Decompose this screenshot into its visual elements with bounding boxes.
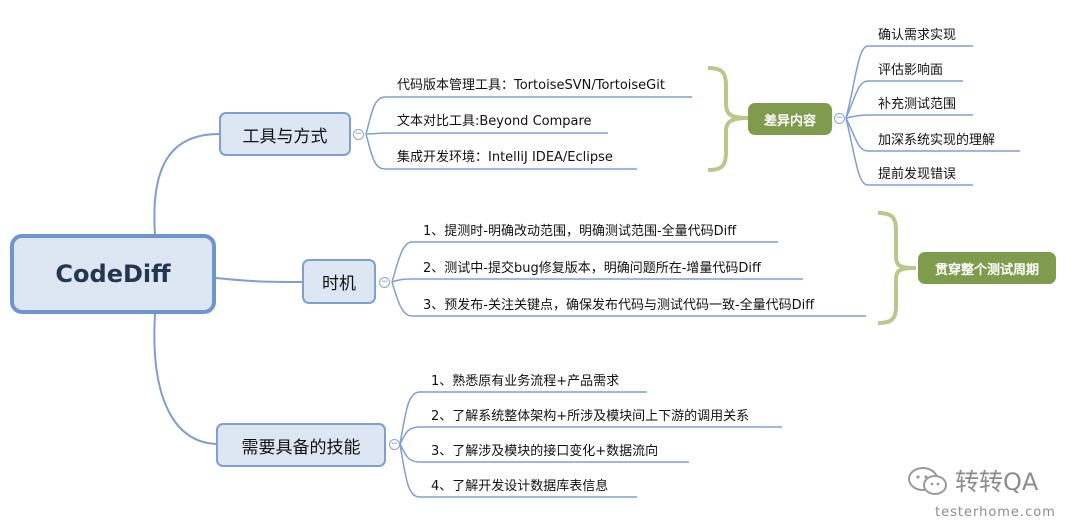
root-node[interactable]: CodeDiff (10, 234, 216, 314)
collapse-icon[interactable]: − (834, 113, 845, 124)
edge-skills-item-1 (399, 391, 647, 445)
edge-skills-item-3 (399, 443, 689, 463)
timing-item[interactable]: 1、提测时-明确改动范围，明确测试范围-全量代码Diff (423, 224, 737, 239)
edge-diff-item-3 (845, 114, 973, 119)
edge-timing-item-2 (391, 278, 803, 283)
edge-tools-item-2 (365, 132, 608, 135)
branch-required-skills[interactable]: 需要具备的技能 (216, 423, 386, 467)
edge-diff-item-2 (845, 80, 963, 119)
collapse-icon[interactable]: − (353, 129, 364, 140)
diff-content-item[interactable]: 评估影响面 (878, 63, 944, 78)
timing-item[interactable]: 2、测试中-提交bug修复版本，明确问题所在-增量代码Diff (423, 261, 761, 276)
edge-timing-item-3 (391, 281, 866, 317)
edge-diff-item-5 (845, 117, 973, 186)
tools-item[interactable]: 文本对比工具:Beyond Compare (397, 114, 592, 129)
skills-item[interactable]: 3、了解涉及模块的接口变化+数据流向 (431, 444, 659, 459)
edge-skills-item-4 (399, 443, 637, 498)
summary-full-cycle[interactable]: 贯穿整个测试周期 (918, 252, 1056, 284)
bracket-tools (707, 66, 749, 172)
skills-item[interactable]: 4、了解开发设计数据库表信息 (431, 479, 609, 494)
edge-diff-item-4 (845, 117, 1020, 152)
collapse-icon[interactable]: − (379, 277, 390, 288)
collapse-icon[interactable]: − (389, 439, 400, 450)
edge-timing-item-1 (391, 241, 778, 283)
edge-diff-item-1 (845, 45, 973, 119)
watermark-site: testerhome.com (935, 505, 1056, 520)
edge-root-timing (215, 277, 303, 283)
wechat-icon (908, 467, 947, 495)
tools-item[interactable]: 代码版本管理工具：TortoiseSVN/TortoiseGit (397, 78, 665, 93)
diff-content-item[interactable]: 补充测试范围 (878, 97, 957, 112)
branch-timing[interactable]: 时机 (302, 259, 376, 304)
bracket-timing (877, 211, 917, 325)
timing-item[interactable]: 3、预发布-关注关键点，确保发布代码与测试代码一致-全量代码Diff (423, 298, 815, 313)
branch-tools-methods[interactable]: 工具与方式 (219, 112, 351, 156)
edge-root-skills (153, 313, 220, 445)
skills-item[interactable]: 1、熟悉原有业务流程+产品需求 (431, 374, 620, 389)
diff-content-item[interactable]: 提前发现错误 (878, 167, 957, 182)
tools-item[interactable]: 集成开发环境：IntelliJ IDEA/Eclipse (397, 150, 613, 165)
edge-tools-item-3 (365, 133, 637, 170)
edge-tools-item-1 (365, 96, 692, 135)
diff-content-item[interactable]: 加深系统实现的理解 (878, 133, 996, 148)
watermark-brand: 转转QA (955, 468, 1039, 496)
summary-diff-content[interactable]: 差异内容 (748, 103, 832, 135)
edge-skills-item-2 (399, 426, 782, 445)
diff-content-item[interactable]: 确认需求实现 (878, 28, 957, 43)
skills-item[interactable]: 2、了解系统整体架构+所涉及模块间上下游的调用关系 (431, 409, 750, 424)
edge-root-tools (153, 133, 220, 235)
